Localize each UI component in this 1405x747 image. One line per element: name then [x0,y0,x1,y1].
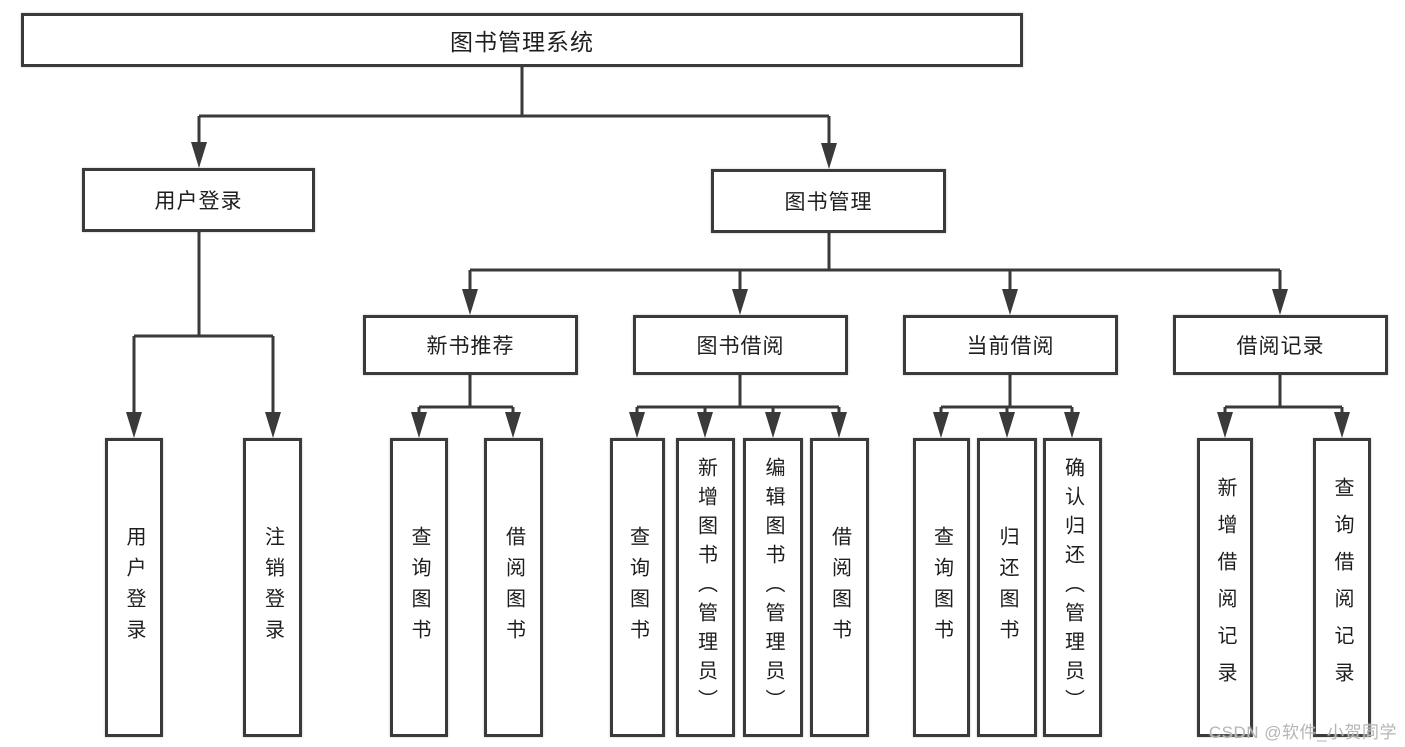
node-label: 图书借阅 [696,335,785,358]
node-label: 编辑图书（管理员） [762,457,784,718]
node-add-borrow-record: 新增借阅记录 [1197,438,1253,737]
connector-borrowing-records [1223,375,1344,413]
node-label: 查询图书 [626,525,649,650]
node-library-management-system: 图书管理系统 [21,13,1023,67]
node-user-login-leaf: 用户登录 [105,438,163,737]
arrowheads [126,142,1350,438]
node-book-management: 图书管理 [711,169,946,233]
connector-book-borrowing [635,375,841,413]
node-label: 新增图书（管理员） [694,457,717,718]
node-borrow-books: 借阅图书 [810,438,869,737]
node-add-book-admin: 新增图书（管理员） [676,438,735,737]
node-label: 注销登录 [261,525,284,650]
node-label: 图书管理 [784,191,873,214]
node-query-books-borrowing: 查询图书 [610,438,665,737]
node-label: 用户登录 [123,525,145,650]
node-label: 新增借阅记录 [1214,476,1236,699]
csdn-watermark: CSDN @软件_小贺同学 [1208,723,1397,742]
node-label: 查询图书 [930,525,953,650]
node-borrowing-records: 借阅记录 [1173,315,1388,375]
node-query-books-recommend: 查询图书 [390,438,448,737]
node-label: 归还图书 [996,525,1018,650]
node-edit-book-admin: 编辑图书（管理员） [743,438,803,737]
connector-current-borrowing [939,375,1074,413]
node-current-borrowing: 当前借阅 [903,315,1118,375]
node-label: 查询图书 [408,525,430,650]
node-logout: 注销登录 [243,438,302,737]
connector-book-management [468,233,1282,290]
node-query-books-current: 查询图书 [913,438,970,737]
node-label: 借阅记录 [1236,335,1325,358]
node-label: 借阅图书 [502,525,525,650]
node-label: 查询借阅记录 [1331,476,1353,699]
node-user-login: 用户登录 [82,168,315,232]
node-new-book-recommendation: 新书推荐 [363,315,578,375]
node-label: 当前借阅 [966,335,1055,358]
node-label: 借阅图书 [828,525,851,650]
connector-user-login [132,232,275,413]
node-confirm-return-admin: 确认归还（管理员） [1043,438,1102,737]
node-borrow-books-recommend: 借阅图书 [484,438,543,737]
node-label: 用户登录 [154,190,243,213]
node-label: 确认归还（管理员） [1061,457,1084,718]
node-label: 新书推荐 [426,335,515,358]
node-return-books: 归还图书 [977,438,1037,737]
connector-new-book-recommendation [417,375,515,413]
node-query-borrow-record: 查询借阅记录 [1313,438,1371,737]
node-book-borrowing: 图书借阅 [633,315,848,375]
connector-root [197,67,831,144]
node-label: 图书管理系统 [450,29,594,55]
